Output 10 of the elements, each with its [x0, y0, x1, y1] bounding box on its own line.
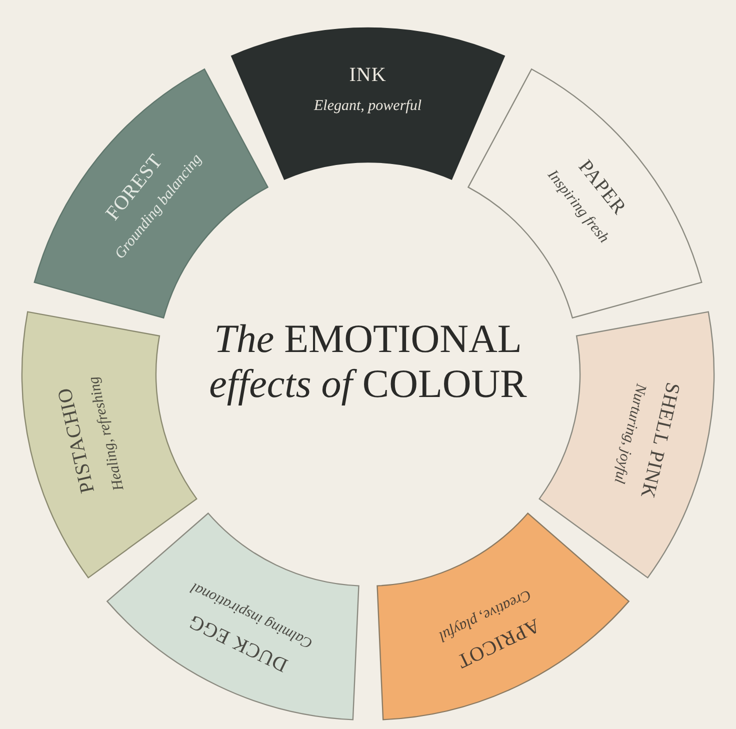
ring-segment [107, 513, 359, 720]
diagram-title: The EMOTIONAL effects of COLOUR [208, 317, 528, 407]
ring-segment [468, 69, 702, 318]
segment-title: INK [349, 64, 386, 86]
ring-segment [539, 311, 714, 578]
ring-segment [231, 28, 505, 180]
ring-segment [22, 311, 197, 578]
ring-segment [377, 513, 629, 720]
ring-segment [34, 69, 268, 318]
segment-description: Elegant, powerful [314, 98, 422, 114]
